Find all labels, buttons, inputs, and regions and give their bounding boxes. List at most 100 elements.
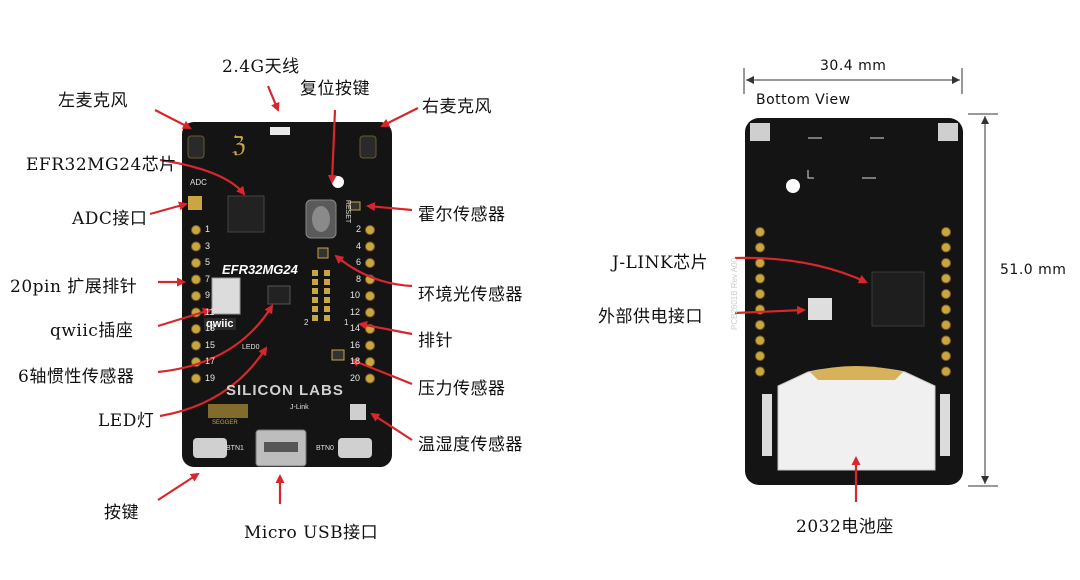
gecko-logo: ℨ: [232, 133, 246, 158]
right-pin-number: 2: [356, 224, 362, 234]
right-pin-number: 6: [356, 257, 362, 267]
arrow-ext-power: [734, 305, 806, 315]
dimension-width: [743, 68, 963, 94]
back-left-pin: [755, 335, 765, 346]
header-pin: [312, 279, 318, 285]
back-right-pin: [941, 366, 951, 377]
reset-cap: [312, 206, 330, 232]
label-pressure: 压力传感器: [418, 379, 506, 399]
arrow-hall: [366, 202, 413, 212]
left-pin-number: 17: [205, 356, 216, 366]
imu-part: [267, 285, 291, 305]
back-left-pin: [755, 366, 765, 377]
back-left-pins: [755, 227, 765, 377]
silk-qwiic: qwiic: [204, 318, 236, 330]
silk-btn1: BTN1: [226, 445, 244, 452]
battery-gold-edge: [810, 366, 903, 380]
label-micro-usb: Micro USB接口: [244, 523, 379, 543]
label-jlink-chip: J-LINK芯片: [612, 253, 709, 273]
callout-arrows: [149, 85, 868, 504]
right-pin-number: 4: [356, 240, 362, 251]
back-right-pin: [941, 227, 951, 237]
right-pin: [365, 258, 375, 268]
battery-clip-left: [762, 394, 772, 456]
right-pin: [365, 373, 375, 384]
btn1-part: [193, 438, 227, 458]
right-pin-number: 16: [350, 339, 361, 350]
arrow-antenna: [266, 85, 280, 112]
back-pad-right: [938, 123, 958, 141]
back-right-pin: [941, 242, 951, 253]
dim-width-label: 30.4 mm: [820, 58, 887, 74]
humidity-part: [350, 404, 366, 420]
label-qwiic: qwiic插座: [50, 321, 134, 341]
adc-connector: [188, 196, 202, 210]
label-led: LED灯: [98, 411, 155, 431]
dim-height-label: 51.0 mm: [1000, 262, 1067, 278]
header-pin: [324, 315, 330, 321]
battery-clip-right: [940, 394, 950, 456]
label-humidity: 温湿度传感器: [418, 435, 523, 455]
header-pin: [312, 288, 318, 294]
left-pin-number: 19: [205, 372, 216, 383]
left-mic-part: [187, 135, 205, 159]
arrow-right-mic: [380, 107, 419, 127]
label-header-pins: 排针: [418, 331, 453, 351]
label-adc-port: ADC接口: [72, 209, 148, 229]
label-buttons: 按键: [104, 503, 139, 523]
segger-strip: [208, 404, 248, 418]
antenna-part: [270, 127, 290, 135]
back-right-pin: [941, 273, 951, 284]
arrow-light: [334, 254, 413, 288]
left-pin-column: [191, 225, 201, 384]
left-pin-number: 9: [205, 290, 211, 300]
right-pin-number: 10: [350, 290, 361, 300]
arrow-led: [159, 346, 268, 418]
back-left-pin: [755, 320, 765, 330]
left-pin: [191, 373, 201, 384]
header-pin: [312, 270, 318, 276]
label-ambient-light: 环境光传感器: [418, 285, 523, 305]
front-board: ℨ: [182, 122, 392, 467]
arrow-soc: [159, 158, 246, 196]
arrow-reset: [327, 109, 337, 184]
arrow-jlink: [734, 256, 868, 284]
right-pin-number: 14: [350, 323, 361, 333]
arrow-adc: [149, 201, 188, 216]
header-pin: [324, 288, 330, 294]
back-mounting-hole: [786, 179, 800, 193]
left-pin: [191, 274, 201, 285]
header-pin: [312, 297, 318, 303]
back-right-pin: [941, 335, 951, 346]
silk-header-1: 1: [344, 318, 349, 327]
battery-holder: [777, 366, 936, 471]
btn0-part: [338, 438, 372, 458]
back-left-pin: [755, 227, 765, 237]
back-right-pin: [941, 351, 951, 361]
arrow-pressure: [350, 358, 413, 386]
back-right-pin: [941, 258, 951, 268]
back-left-pin: [755, 242, 765, 253]
arrow-qwiic: [157, 307, 212, 328]
arrow-buttons: [157, 472, 200, 501]
jlink-chip-part: [871, 271, 925, 327]
right-pin: [365, 307, 375, 318]
left-pin: [191, 324, 201, 334]
pressure-part: [331, 349, 345, 361]
right-pin-number: 18: [350, 356, 361, 366]
arrow-humidity: [370, 412, 413, 441]
mounting-hole: [332, 176, 344, 188]
header-pin: [324, 270, 330, 276]
header-pin: [312, 306, 318, 312]
left-pin: [191, 291, 201, 301]
back-right-pin: [941, 320, 951, 330]
back-left-pin: [755, 351, 765, 361]
label-antenna: 2.4G天线: [222, 57, 300, 77]
arrow-imu: [157, 304, 274, 374]
right-pin: [365, 225, 375, 235]
left-pin-number: 3: [205, 240, 211, 251]
bottom-view-title: Bottom View: [756, 92, 851, 108]
arrow-left-mic: [154, 109, 192, 129]
